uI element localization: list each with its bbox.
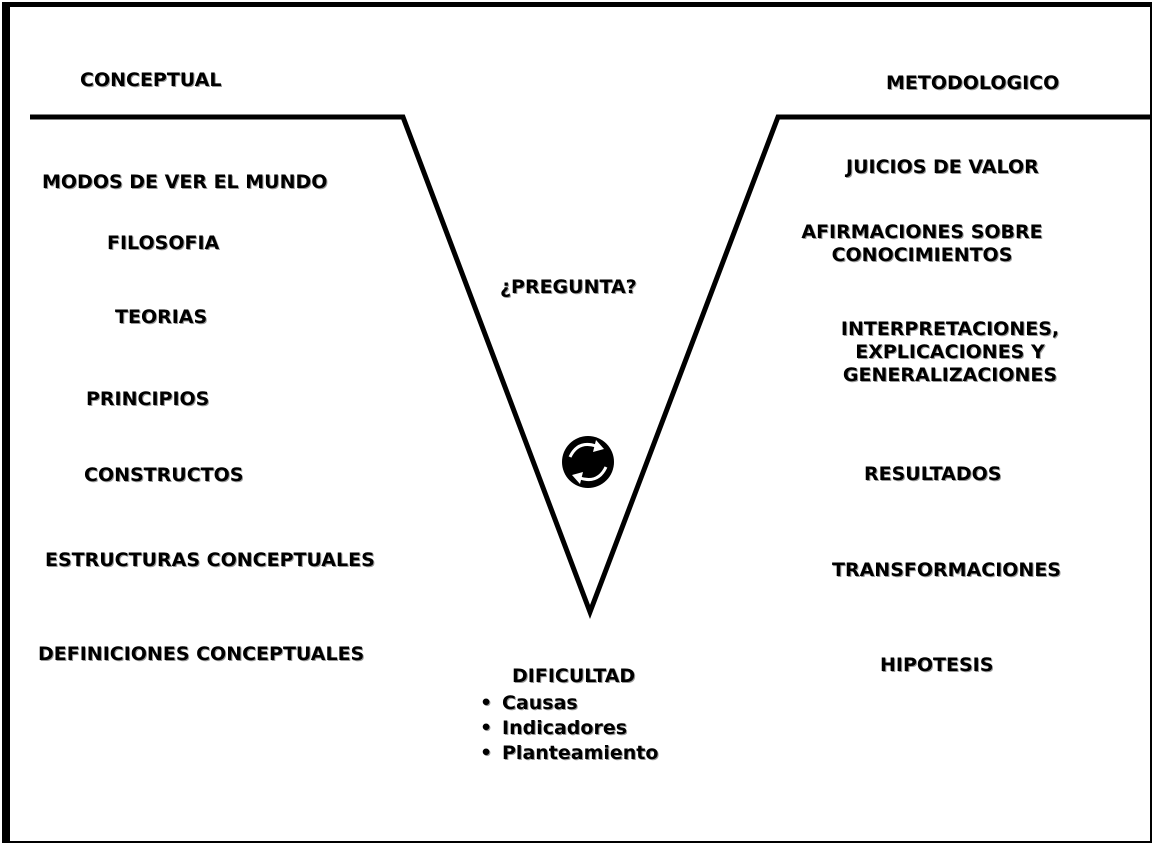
header-metodologico: METODOLOGICO bbox=[886, 72, 1060, 94]
right-item-afirmaciones-text: AFIRMACIONES SOBRE CONOCIMIENTOS bbox=[801, 221, 1043, 266]
border-bottom bbox=[2, 841, 1152, 843]
right-item-afirmaciones: AFIRMACIONES SOBRE CONOCIMIENTOS bbox=[786, 221, 1092, 267]
bullet-text-causas: Causas bbox=[502, 692, 578, 714]
left-item-teorias: TEORIAS bbox=[115, 306, 208, 328]
right-item-resultados: RESULTADOS bbox=[864, 463, 1002, 485]
bullet-item-indicadores: • Indicadores bbox=[480, 716, 658, 741]
bullet-dot-icon: • bbox=[480, 742, 493, 764]
bullet-dot-icon: • bbox=[480, 717, 493, 739]
right-item-juicios: JUICIOS DE VALOR bbox=[846, 156, 1039, 178]
bullet-text-indicadores: Indicadores bbox=[502, 717, 628, 739]
cycle-icon bbox=[562, 436, 614, 488]
border-left bbox=[2, 2, 10, 842]
left-item-estructuras: ESTRUCTURAS CONCEPTUALES bbox=[45, 549, 375, 571]
border-right bbox=[1150, 2, 1152, 842]
difficulty-title: DIFICULTAD bbox=[512, 665, 636, 687]
bullet-item-planteamiento: • Planteamiento bbox=[480, 741, 658, 766]
center-question: ¿PREGUNTA? bbox=[500, 276, 637, 298]
left-item-principios: PRINCIPIOS bbox=[86, 388, 210, 410]
bullet-text-planteamiento: Planteamiento bbox=[502, 742, 659, 764]
right-item-transformaciones: TRANSFORMACIONES bbox=[832, 559, 1061, 581]
left-item-modos: MODOS DE VER EL MUNDO bbox=[42, 171, 328, 193]
right-item-hipotesis: HIPOTESIS bbox=[880, 654, 994, 676]
v-diagram-shape bbox=[30, 114, 1150, 620]
left-item-filosofia: FILOSOFIA bbox=[107, 232, 220, 254]
right-item-interpretaciones: INTERPRETACIONES, EXPLICACIONES Y GENERA… bbox=[840, 318, 1060, 386]
left-item-constructos: CONSTRUCTOS bbox=[84, 464, 244, 486]
border-top bbox=[2, 2, 1152, 7]
header-conceptual: CONCEPTUAL bbox=[80, 69, 222, 91]
bullet-dot-icon: • bbox=[480, 692, 493, 714]
left-item-definiciones: DEFINICIONES CONCEPTUALES bbox=[38, 643, 365, 665]
difficulty-bullet-list: • Causas • Indicadores • Planteamiento bbox=[480, 691, 658, 766]
bullet-item-causas: • Causas bbox=[480, 691, 658, 716]
